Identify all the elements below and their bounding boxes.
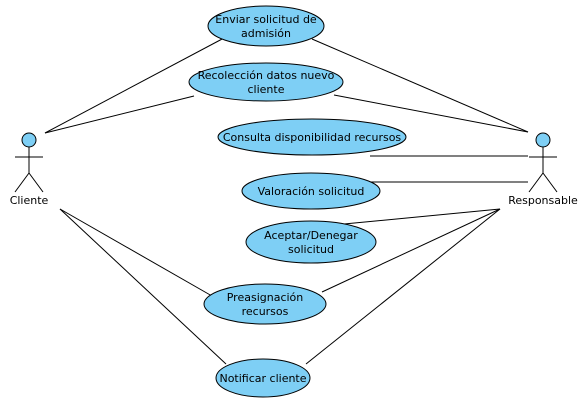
use-case-label: Recolección datos nuevo [198, 69, 335, 82]
use-case-notificar-cliente[interactable]: Notificar cliente [215, 358, 311, 398]
use-case-ellipse [188, 62, 344, 102]
association-cliente-enviar-solicitud [44, 37, 225, 134]
use-case-label: Notificar cliente [219, 372, 306, 385]
use-case-ellipse [241, 172, 381, 210]
actor-label: Cliente [10, 194, 49, 207]
actor-responsable[interactable]: Responsable [508, 132, 578, 207]
association-responsable-preasignacion [321, 208, 501, 293]
association-cliente-recoleccion-datos [44, 95, 195, 134]
use-case-ellipse [203, 283, 327, 325]
actor-body-icon [14, 147, 44, 193]
actor-body-icon [528, 147, 558, 193]
use-case-ellipse [207, 5, 325, 47]
actor-head-icon [21, 132, 37, 148]
association-responsable-notificar-cliente [305, 208, 501, 365]
use-case-label: Preasignación [227, 291, 304, 304]
use-case-label: solicitud [288, 243, 334, 256]
use-case-valoracion-solicitud[interactable]: Valoración solicitud [241, 172, 381, 210]
use-case-label: Enviar solicitud de [215, 13, 317, 26]
actors: Cliente Responsable [10, 132, 578, 207]
association-responsable-recoleccion-datos [333, 94, 529, 133]
use-case-label: cliente [248, 83, 285, 96]
use-case-label: recursos [242, 305, 289, 318]
actor-head-icon [535, 132, 551, 148]
association-cliente-preasignacion [59, 208, 213, 297]
use-case-label: Aceptar/Denegar [264, 229, 358, 242]
use-case-ellipse [217, 118, 407, 156]
actor-label: Responsable [508, 194, 578, 207]
association-cliente-notificar-cliente [59, 208, 227, 365]
use-case-ellipse [245, 220, 377, 264]
actor-cliente[interactable]: Cliente [10, 132, 49, 207]
association-lines [44, 37, 529, 365]
use-case-ellipse [215, 358, 311, 398]
association-responsable-enviar-solicitud [311, 38, 529, 133]
use-case-label: Consulta disponibilidad recursos [223, 131, 402, 144]
use-case-consulta-disponibilidad[interactable]: Consulta disponibilidad recursos [217, 118, 407, 156]
association-responsable-aceptar-denegar [343, 208, 501, 225]
use-case-label: admisión [241, 27, 291, 40]
use-case-label: Valoración solicitud [258, 185, 365, 198]
